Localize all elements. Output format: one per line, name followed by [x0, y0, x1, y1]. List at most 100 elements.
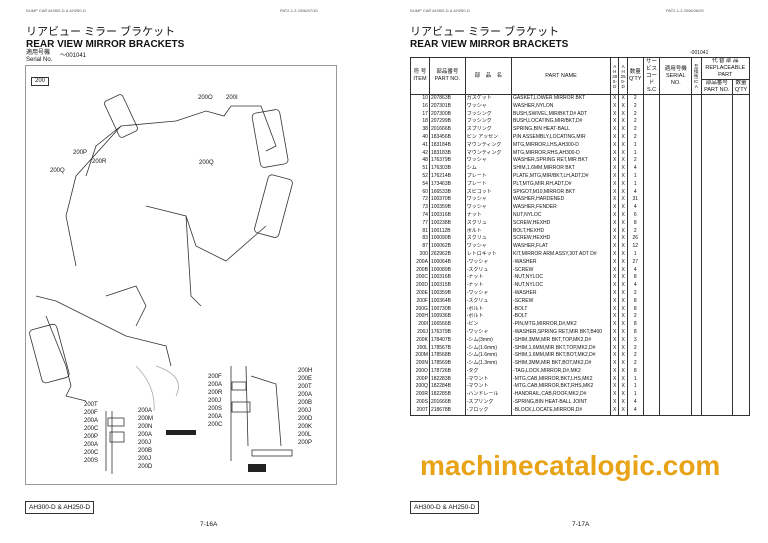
cell-name-jp: レトロキット: [464, 250, 513, 259]
cell-part-no: 178568B: [428, 352, 466, 361]
cell-ica: [691, 188, 702, 197]
cell-serial: [659, 157, 693, 166]
cell-ah250-flag: X: [618, 227, 628, 236]
callout-label: 200D: [298, 416, 313, 422]
cell-repl-part-no: [700, 219, 734, 228]
cell-repl-qty: [732, 149, 750, 158]
cell-part-name: -BOLT: [511, 313, 611, 322]
cell-part-no: 178726B: [428, 367, 466, 376]
callout-label: 200R: [92, 159, 107, 165]
cell-ica: [691, 328, 702, 337]
cell-repl-part-no: [700, 375, 734, 384]
cell-item: 10: [410, 94, 430, 103]
cell-repl-part-no: [700, 188, 734, 197]
cell-ah300-flag: X: [609, 328, 620, 337]
cell-ah250-flag: X: [618, 157, 628, 166]
cell-name-jp: スプリング: [464, 126, 513, 134]
cell-sc: [642, 406, 661, 416]
cell-ah300-flag: X: [609, 133, 620, 142]
cell-name-jp: -シム(1.3mm): [464, 360, 513, 368]
cell-ah250-flag: X: [618, 297, 628, 306]
cell-part-no: 100359B: [428, 289, 466, 298]
cell-repl-qty: [732, 313, 750, 322]
cell-ah300-flag: X: [609, 321, 620, 329]
cell-ah300-flag: X: [609, 211, 620, 220]
cell-part-no: 100089B: [428, 266, 466, 275]
callout-label: 200J: [138, 456, 151, 462]
cell-sc: [642, 399, 661, 407]
cell-item: 40: [410, 133, 430, 142]
cell-serial: [659, 305, 693, 314]
cell-qty: 1: [626, 180, 644, 189]
callout-label: 200B: [138, 448, 152, 454]
col-ah250: AH250-D: [618, 57, 628, 95]
cell-qty: 8: [626, 219, 644, 228]
cell-part-name: -SHIM,3MM,MIR BKT,BOT,MK2,D#: [511, 360, 611, 368]
left-model-label: AH300-D & AH250-D: [25, 501, 95, 514]
cell-serial: [659, 235, 693, 244]
left-header-model: DUMP CAR AH300-D & AH250-D: [26, 8, 86, 13]
cell-item: 200R: [410, 391, 430, 400]
cell-part-no: 166533B: [428, 188, 466, 197]
cell-ah300-flag: X: [609, 313, 620, 322]
cell-item: 200B: [410, 266, 430, 275]
cell-repl-part-no: [700, 360, 734, 368]
cell-repl-part-no: [700, 321, 734, 329]
cell-ah250-flag: X: [618, 204, 628, 212]
cell-ah250-flag: X: [618, 172, 628, 181]
cell-part-name: -SHIM,1.6MM,MIR BKT,TOP,MK2,D#: [511, 344, 611, 353]
cell-part-no: 166566B: [428, 321, 466, 329]
right-title-en: REAR VIEW MIRROR BRACKETS: [410, 39, 569, 50]
cell-sc: [642, 352, 661, 361]
cell-ah300-flag: X: [609, 297, 620, 306]
cell-sc: [642, 336, 661, 345]
cell-qty: 2: [626, 102, 644, 111]
cell-sc: [642, 282, 661, 290]
cell-ah300-flag: X: [609, 157, 620, 166]
cell-name-jp: -ボルト: [464, 313, 513, 322]
cell-repl-part-no: [700, 328, 734, 337]
cell-sc: [642, 204, 661, 212]
cell-ah300-flag: X: [609, 391, 620, 400]
callout-label: 200J: [298, 408, 311, 414]
right-page-number: 7-17A: [572, 521, 590, 528]
cell-repl-qty: [732, 157, 750, 166]
cell-ah250-flag: X: [618, 406, 628, 416]
cell-ica: [691, 204, 702, 212]
callout-label: 200P: [73, 150, 87, 156]
cell-ica: [691, 211, 702, 220]
cell-repl-part-no: [700, 157, 734, 166]
cell-ah300-flag: X: [609, 266, 620, 275]
cell-part-name: SPRING,BIN HEAT-BALL: [511, 126, 611, 134]
cell-part-no: 176303B: [428, 165, 466, 173]
cell-item: 17: [410, 110, 430, 119]
cell-sc: [642, 94, 661, 103]
cell-name-jp: -スプリング: [464, 399, 513, 407]
cell-item: 51: [410, 165, 430, 173]
cell-repl-qty: [732, 172, 750, 181]
cell-ah250-flag: X: [618, 94, 628, 103]
watermark: machinecatalogic.com: [420, 450, 721, 481]
cell-item: 52: [410, 172, 430, 181]
cell-qty: 2: [626, 227, 644, 236]
cell-item: 73: [410, 204, 430, 212]
cell-part-no: 100359B: [428, 204, 466, 212]
cell-sc: [642, 250, 661, 259]
cell-repl-part-no: [700, 305, 734, 314]
callout-label: 200O: [198, 95, 213, 101]
cell-ica: [691, 375, 702, 384]
cell-part-name: BOLT,HEXHD: [511, 227, 611, 236]
cell-ah300-flag: X: [609, 102, 620, 111]
cell-part-name: PLATE,MTG,MIR/BKT,LH,ADT,D#: [511, 172, 611, 181]
cell-repl-qty: [732, 305, 750, 314]
cell-sc: [642, 360, 661, 368]
cell-ah250-flag: X: [618, 336, 628, 345]
cell-serial: [659, 118, 693, 127]
